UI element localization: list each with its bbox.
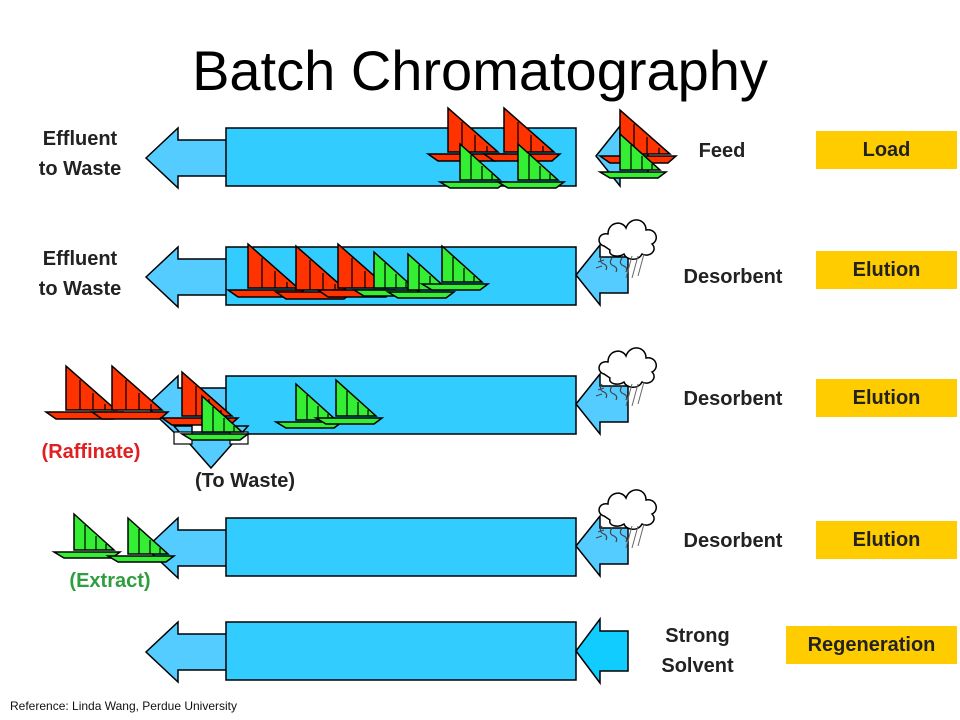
step-load: Load [816,131,957,169]
sailboat-red-icon [45,365,123,420]
reference-note: Reference: Linda Wang, Perdue University [10,699,238,713]
to-waste-label: (To Waste) [195,470,295,492]
column-5 [225,621,577,681]
effluent-label-2: Effluent to Waste [38,248,122,300]
extract-label: (Extract) [69,570,151,592]
sailboat-green-icon [53,513,121,559]
effluent-arrow-5 [145,621,237,683]
feed-label: Feed [698,140,746,162]
strong-solvent-label: Strong Solvent [661,625,734,677]
step-elution-1: Elution [816,251,957,289]
effluent-label-1: Effluent to Waste [38,128,122,180]
column-4 [225,517,577,577]
desorbent-label-2: Desorbent [683,388,783,410]
row-load [145,107,677,189]
effluent-arrow-1 [145,127,237,189]
step-regeneration: Regeneration [786,626,957,664]
row-elution-2 [45,347,658,470]
column-3 [225,375,577,435]
page-title: Batch Chromatography [192,39,768,102]
raffinate-label: (Raffinate) [41,441,141,463]
step-elution-3: Elution [816,521,957,559]
effluent-arrow-2 [145,246,237,308]
row-elution-3 [53,489,658,579]
step-elution-2: Elution [816,379,957,417]
strong-solvent-arrow [575,616,629,686]
row-elution-1 [145,219,658,308]
desorbent-label-1: Desorbent [683,266,783,288]
desorbent-label-3: Desorbent [683,530,783,552]
row-regeneration [145,616,629,686]
